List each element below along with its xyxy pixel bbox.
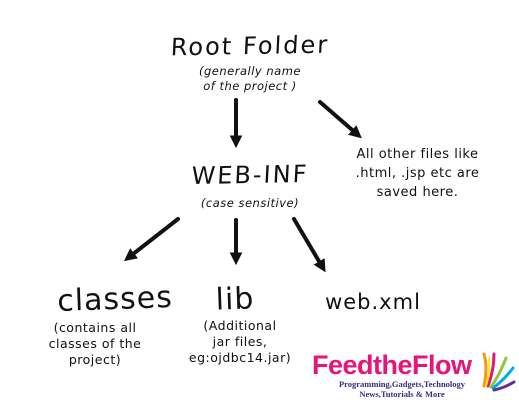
arrow-webinf-to-classes bbox=[123, 217, 180, 262]
classes-note-line: (contains all bbox=[53, 320, 137, 335]
lib-note: (Additional jar files, eg:ojdbc14.jar) bbox=[165, 318, 315, 366]
lib-note-line: eg:ojdbc14.jar) bbox=[188, 350, 292, 365]
classes-note-line: project) bbox=[68, 352, 122, 367]
web-xml-label: web.xml bbox=[325, 290, 421, 314]
other-files-note: All other files like .html, .jsp etc are… bbox=[320, 145, 515, 202]
web-inf-note: (case sensitive) bbox=[200, 196, 300, 210]
logo-tagline-line: Programming,Gadgets,Technology bbox=[338, 379, 466, 389]
other-files-note-line: saved here. bbox=[376, 185, 459, 200]
lib-note-line: jar files, bbox=[212, 334, 268, 349]
logo-tagline-line: News,Tutorials & More bbox=[359, 388, 445, 399]
root-folder-label: Root Folder bbox=[170, 30, 330, 62]
lib-note-line: (Additional bbox=[203, 318, 277, 333]
feedtheflow-logo: FeedtheFlow Programming,Gadgets,Technolo… bbox=[308, 348, 518, 399]
classes-note: (contains all classes of the project) bbox=[20, 320, 170, 368]
classes-note-line: classes of the bbox=[48, 336, 142, 351]
logo-tagline: Programming,Gadgets,Technology News,Tuto… bbox=[322, 379, 482, 399]
classes-label: classes bbox=[56, 279, 174, 320]
lib-label: lib bbox=[215, 281, 255, 318]
logo-brand-text: FeedtheFlow bbox=[312, 350, 472, 380]
other-files-note-line: .html, .jsp etc are bbox=[355, 166, 480, 181]
root-folder-note: (generally name of the project ) bbox=[170, 64, 330, 94]
root-folder-note-line: of the project ) bbox=[203, 79, 297, 93]
arrow-root-to-other-files bbox=[318, 100, 362, 139]
other-files-note-line: All other files like bbox=[356, 147, 479, 162]
root-folder-note-line: (generally name bbox=[199, 64, 301, 78]
logo-burst-icon bbox=[482, 352, 516, 392]
arrow-webinf-to-webxml bbox=[292, 217, 326, 273]
